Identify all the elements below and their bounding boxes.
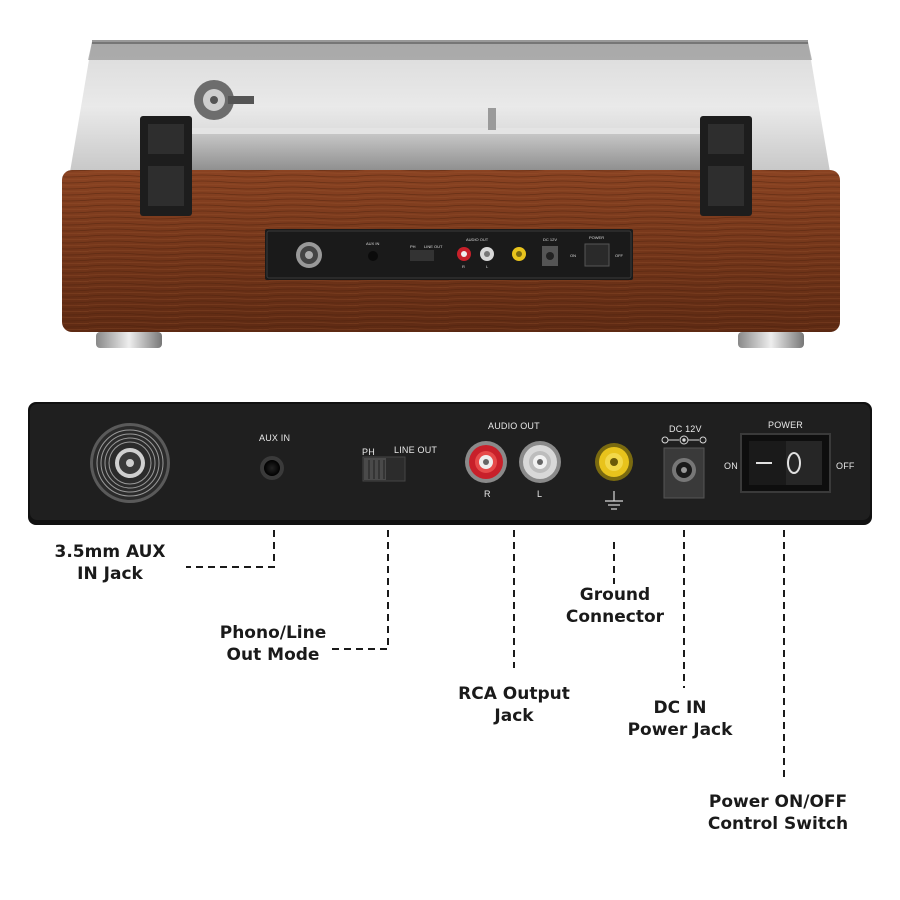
turntable-rear-photo — [62, 40, 840, 348]
rear-panel-small — [265, 229, 633, 280]
panel-audio-out-label: AUDIO OUT — [488, 421, 540, 431]
panel-l-label: L — [537, 489, 543, 499]
spindle — [488, 108, 496, 130]
callout-mode-line1: Phono/Line — [219, 623, 327, 643]
panel-ph-label: PH — [362, 447, 375, 457]
vinyl-logo-icon — [90, 423, 170, 503]
panel-on-label: ON — [724, 461, 738, 471]
right-foot — [738, 332, 804, 348]
callout-aux-jack: 3.5mm AUX IN Jack — [40, 541, 180, 585]
callout-mode-line2: Out Mode — [226, 645, 320, 665]
power-switch-icon — [740, 433, 831, 493]
right-hinge — [700, 116, 752, 216]
callout-ground: Ground Connector — [540, 584, 690, 628]
dc-jack-icon — [663, 447, 705, 499]
leader-mode — [330, 530, 389, 650]
panel-aux-in-label: AUX IN — [259, 433, 291, 443]
callout-dc-line1: DC IN — [653, 698, 707, 718]
dc-polarity-icon — [661, 435, 707, 445]
panel-power-label: POWER — [768, 420, 804, 430]
callout-dc: DC IN Power Jack — [600, 697, 760, 741]
callout-ground-line1: Ground — [579, 585, 651, 605]
small-lineout-label: LINE OUT — [424, 244, 443, 249]
callout-aux-line2: IN Jack — [77, 564, 143, 584]
left-foot — [96, 332, 162, 348]
ground-symbol-icon — [605, 491, 623, 510]
platter — [150, 128, 750, 172]
callout-aux-line1: 3.5mm AUX — [54, 542, 166, 562]
callout-rca: RCA Output Jack — [438, 683, 590, 727]
small-off-label: OFF — [615, 253, 623, 258]
callout-ground-line2: Connector — [565, 607, 665, 627]
small-audioout-label: AUDIO OUT — [466, 237, 489, 242]
callout-dc-line2: Power Jack — [627, 720, 733, 740]
small-ph-label: PH — [410, 244, 416, 249]
panel-line-out-label: LINE OUT — [394, 445, 438, 455]
small-l-label: L — [486, 264, 489, 269]
panel-dc-label: DC 12V — [669, 424, 702, 434]
left-hinge — [140, 116, 192, 216]
panel-r-label: R — [484, 489, 491, 499]
callout-rca-line1: RCA Output — [458, 684, 570, 704]
small-dc-label: DC 12V — [543, 237, 558, 242]
rca-left-jack-icon — [519, 441, 561, 483]
leader-aux — [186, 530, 275, 568]
callout-rca-line2: Jack — [494, 706, 534, 726]
ground-connector-icon — [595, 443, 633, 481]
small-power-label: POWER — [589, 235, 605, 240]
callout-power-line1: Power ON/OFF — [708, 792, 848, 812]
callout-power-line2: Control Switch — [707, 814, 849, 834]
small-r-label: R — [462, 264, 465, 269]
callout-mode: Phono/Line Out Mode — [198, 622, 348, 666]
panel-off-label: OFF — [836, 461, 855, 471]
rca-right-jack-icon — [465, 441, 507, 483]
leader-lines — [186, 530, 785, 782]
small-on-label: ON — [570, 253, 576, 258]
small-aux-label: AUX IN — [366, 241, 380, 246]
rear-panel-enlarged — [28, 402, 872, 525]
callout-power: Power ON/OFF Control Switch — [688, 791, 868, 835]
